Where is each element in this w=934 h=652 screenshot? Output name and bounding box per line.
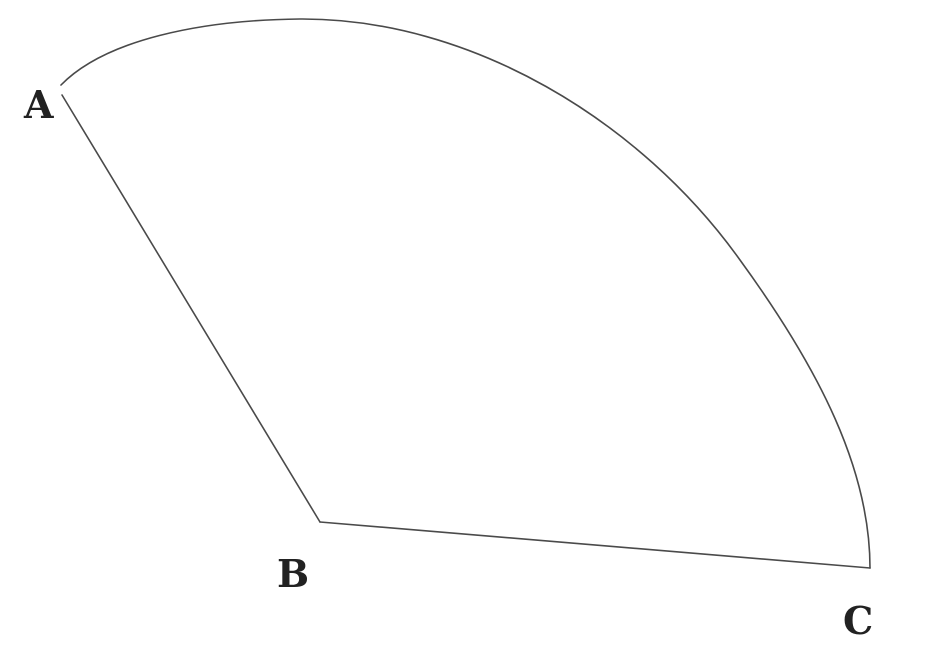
label-point-c: C bbox=[843, 598, 873, 643]
segment-ab bbox=[61, 94, 321, 523]
arc-ac bbox=[60, 18, 871, 569]
label-point-b: B bbox=[277, 551, 309, 596]
label-point-a: A bbox=[23, 82, 54, 127]
segment-bc bbox=[319, 521, 871, 569]
